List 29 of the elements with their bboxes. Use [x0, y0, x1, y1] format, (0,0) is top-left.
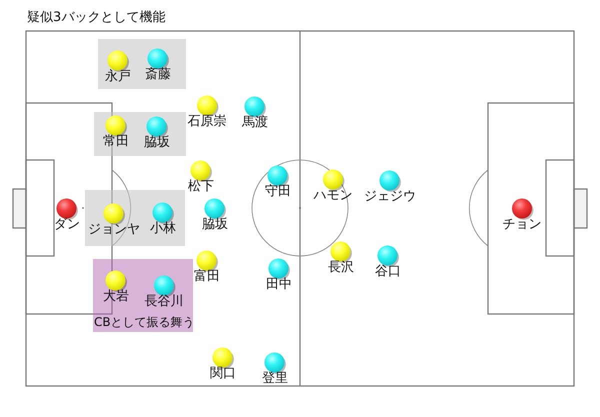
player-name: 脇坂	[202, 218, 228, 232]
player-name: ダン	[54, 218, 80, 232]
highlight-box	[94, 112, 186, 156]
player-name: 馬渡	[242, 116, 268, 130]
player-name: ジョンヤ	[88, 223, 140, 237]
player-name: ジェジウ	[364, 190, 416, 204]
player-name: 守田	[265, 185, 291, 199]
player-name: 斎藤	[145, 68, 171, 82]
player-name: 田中	[266, 278, 292, 292]
player-name: 富田	[194, 270, 220, 284]
player-name: 関口	[210, 367, 236, 381]
highlight-box	[93, 259, 193, 332]
player-name: 小林	[150, 222, 176, 236]
player-name: 大岩	[103, 290, 129, 304]
player-name: 松下	[188, 180, 214, 194]
player-name: 永戸	[105, 70, 131, 84]
group-caption: CBとして振る舞う	[94, 315, 195, 330]
highlight-box	[85, 190, 185, 246]
highlight-box	[98, 39, 186, 89]
player-name: 長沢	[328, 261, 354, 275]
player-name: 常田	[103, 135, 129, 149]
diagram-title: 疑似3バックとして機能	[27, 10, 166, 26]
player-name: チョン	[502, 218, 542, 232]
player-name: 谷口	[375, 265, 401, 279]
player-name: 登里	[262, 372, 288, 386]
player-name: 脇坂	[144, 136, 170, 150]
player-name: ハモン	[314, 189, 352, 203]
player-name: 石原崇	[188, 115, 226, 129]
player-name: 長谷川	[144, 295, 184, 309]
